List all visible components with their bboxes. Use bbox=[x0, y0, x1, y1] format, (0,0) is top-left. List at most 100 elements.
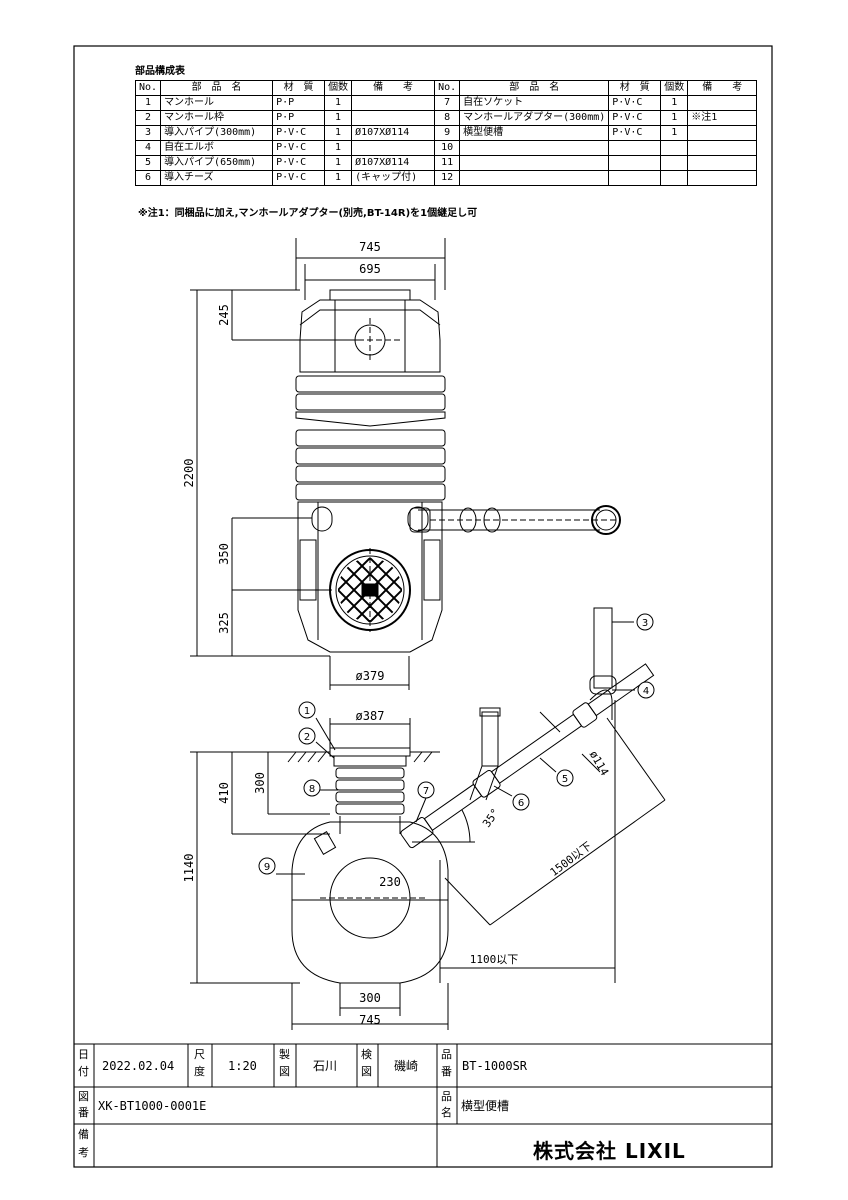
callout-2 bbox=[298, 727, 316, 745]
table-row: 2 マンホール枠 P·P 1 8 マンホールアダプター(300mm) P·V·C… bbox=[134, 110, 758, 126]
dim-387: ø387 bbox=[356, 709, 385, 723]
cell-qty: 1 bbox=[324, 155, 353, 171]
header-remarks-2: 備 考 bbox=[687, 80, 758, 96]
cell-no: 10 bbox=[434, 140, 461, 156]
header-name: 部 品 名 bbox=[160, 80, 274, 96]
callout-6 bbox=[512, 793, 530, 811]
callout-8-label: 8 bbox=[309, 784, 315, 795]
dimension-labels: 745 695 245 2200 350 325 ø379 ø387 300 4… bbox=[182, 240, 611, 1027]
table-row: 4 自在エルボ P·V·C 1 10 bbox=[134, 140, 758, 156]
cell-no: 1 bbox=[134, 95, 162, 111]
dim-379: ø379 bbox=[356, 669, 385, 683]
header-qty-2: 個数 bbox=[660, 80, 689, 96]
dim-35-degrees: 35° bbox=[480, 806, 502, 830]
cell-remarks: (キャップ付) bbox=[351, 170, 436, 186]
product-no: BT-1000SR bbox=[462, 1059, 528, 1073]
callout-1 bbox=[298, 701, 316, 719]
cell-remarks: ※注1 bbox=[687, 110, 758, 126]
cell-name: 自在ソケット bbox=[459, 95, 610, 111]
cell-qty bbox=[660, 140, 689, 156]
callout-3 bbox=[636, 613, 654, 631]
dim-2200: 2200 bbox=[182, 459, 196, 488]
parts-table-title: 部品構成表 bbox=[135, 66, 185, 77]
cell-qty bbox=[660, 170, 689, 186]
dim-745-top: 745 bbox=[359, 240, 381, 254]
callout-4-label: 4 bbox=[643, 686, 649, 697]
product-name-label-1: 品 bbox=[441, 1090, 452, 1103]
cell-material: P·V·C bbox=[272, 155, 326, 171]
cell-name: マンホールアダプター(300mm) bbox=[459, 110, 610, 126]
product-no-label-1: 品 bbox=[441, 1048, 452, 1061]
callout-numbers: 1 2 3 4 5 6 7 8 9 bbox=[264, 618, 649, 873]
header-remarks: 備 考 bbox=[351, 80, 436, 96]
cell-name: 自在エルボ bbox=[160, 140, 274, 156]
parts-note: ※注1：同梱品に加え,マンホールアダプター(別売,BT-14R)を1個継足し可 bbox=[138, 208, 478, 219]
cell-material: P·P bbox=[272, 110, 326, 126]
cell-no: 9 bbox=[434, 125, 461, 141]
cell-material: P·V·C bbox=[272, 170, 326, 186]
cell-material: P·V·C bbox=[272, 125, 326, 141]
scale-value: 1:20 bbox=[228, 1059, 257, 1073]
header-name-2: 部 品 名 bbox=[459, 80, 610, 96]
title-block-lines bbox=[74, 1043, 772, 1167]
drawn-label-1: 製 bbox=[279, 1048, 290, 1061]
cell-material: P·P bbox=[272, 95, 326, 111]
callout-3-label: 3 bbox=[642, 618, 648, 629]
cell-remarks: Ø107XØ114 bbox=[351, 125, 436, 141]
date-value: 2022.02.04 bbox=[102, 1059, 175, 1073]
drawing-no: XK-BT1000-0001E bbox=[98, 1099, 207, 1113]
table-row: 3 導入パイプ(300mm) P·V·C 1 Ø107XØ114 9 横型便槽 … bbox=[134, 125, 758, 141]
cell-material: P·V·C bbox=[608, 110, 662, 126]
callout-7-label: 7 bbox=[423, 786, 429, 797]
table-row: 1 マンホール P·P 1 7 自在ソケット P·V·C 1 bbox=[134, 95, 758, 111]
cell-no: 12 bbox=[434, 170, 461, 186]
remarks-label-2: 考 bbox=[78, 1146, 89, 1159]
cell-name bbox=[459, 155, 610, 171]
cell-name bbox=[459, 170, 610, 186]
dim-1100: 1100以下 bbox=[470, 953, 519, 966]
callout-5 bbox=[556, 769, 574, 787]
cell-no: 5 bbox=[134, 155, 162, 171]
dim-1140: 1140 bbox=[182, 854, 196, 883]
cell-remarks bbox=[687, 125, 758, 141]
drawing-no-label-2: 番 bbox=[78, 1106, 89, 1119]
cell-no: 8 bbox=[434, 110, 461, 126]
dim-300-bottom: 300 bbox=[359, 991, 381, 1005]
cell-remarks: Ø107XØ114 bbox=[351, 155, 436, 171]
checked-label-2: 図 bbox=[361, 1065, 372, 1078]
drawn-by: 石川 bbox=[313, 1059, 338, 1073]
cell-material: P·V·C bbox=[608, 125, 662, 141]
cell-qty: 1 bbox=[324, 170, 353, 186]
product-name-label-2: 名 bbox=[441, 1106, 452, 1119]
cell-material bbox=[608, 155, 662, 171]
dim-230: 230 bbox=[379, 875, 401, 889]
remarks-label-1: 備 bbox=[78, 1128, 89, 1141]
sheet-border bbox=[73, 45, 773, 1168]
cell-name: 導入チーズ bbox=[160, 170, 274, 186]
dim-1500: 1500以下 bbox=[548, 839, 595, 879]
dim-114: ø114 bbox=[587, 749, 612, 779]
cell-no: 11 bbox=[434, 155, 461, 171]
callout-5-label: 5 bbox=[562, 774, 568, 785]
cell-name: 横型便槽 bbox=[459, 125, 610, 141]
cell-qty: 1 bbox=[324, 125, 353, 141]
cell-qty: 1 bbox=[660, 95, 689, 111]
side-view bbox=[190, 607, 666, 1030]
callout-9-label: 9 bbox=[264, 862, 270, 873]
parts-table: No. 部 品 名 材 質 個数 備 考 No. 部 品 名 材 質 個数 備 … bbox=[134, 80, 758, 186]
cell-remarks bbox=[687, 140, 758, 156]
cell-no: 6 bbox=[134, 170, 162, 186]
cell-remarks bbox=[687, 170, 758, 186]
cell-material bbox=[608, 140, 662, 156]
dim-695: 695 bbox=[359, 262, 381, 276]
dim-325: 325 bbox=[217, 612, 231, 634]
front-view bbox=[190, 238, 621, 690]
header-no-2: No. bbox=[434, 80, 461, 96]
cell-no: 4 bbox=[134, 140, 162, 156]
dim-350: 350 bbox=[217, 543, 231, 565]
header-material-2: 材 質 bbox=[608, 80, 662, 96]
cell-name: 導入パイプ(300mm) bbox=[160, 125, 274, 141]
callout-9 bbox=[258, 857, 276, 875]
